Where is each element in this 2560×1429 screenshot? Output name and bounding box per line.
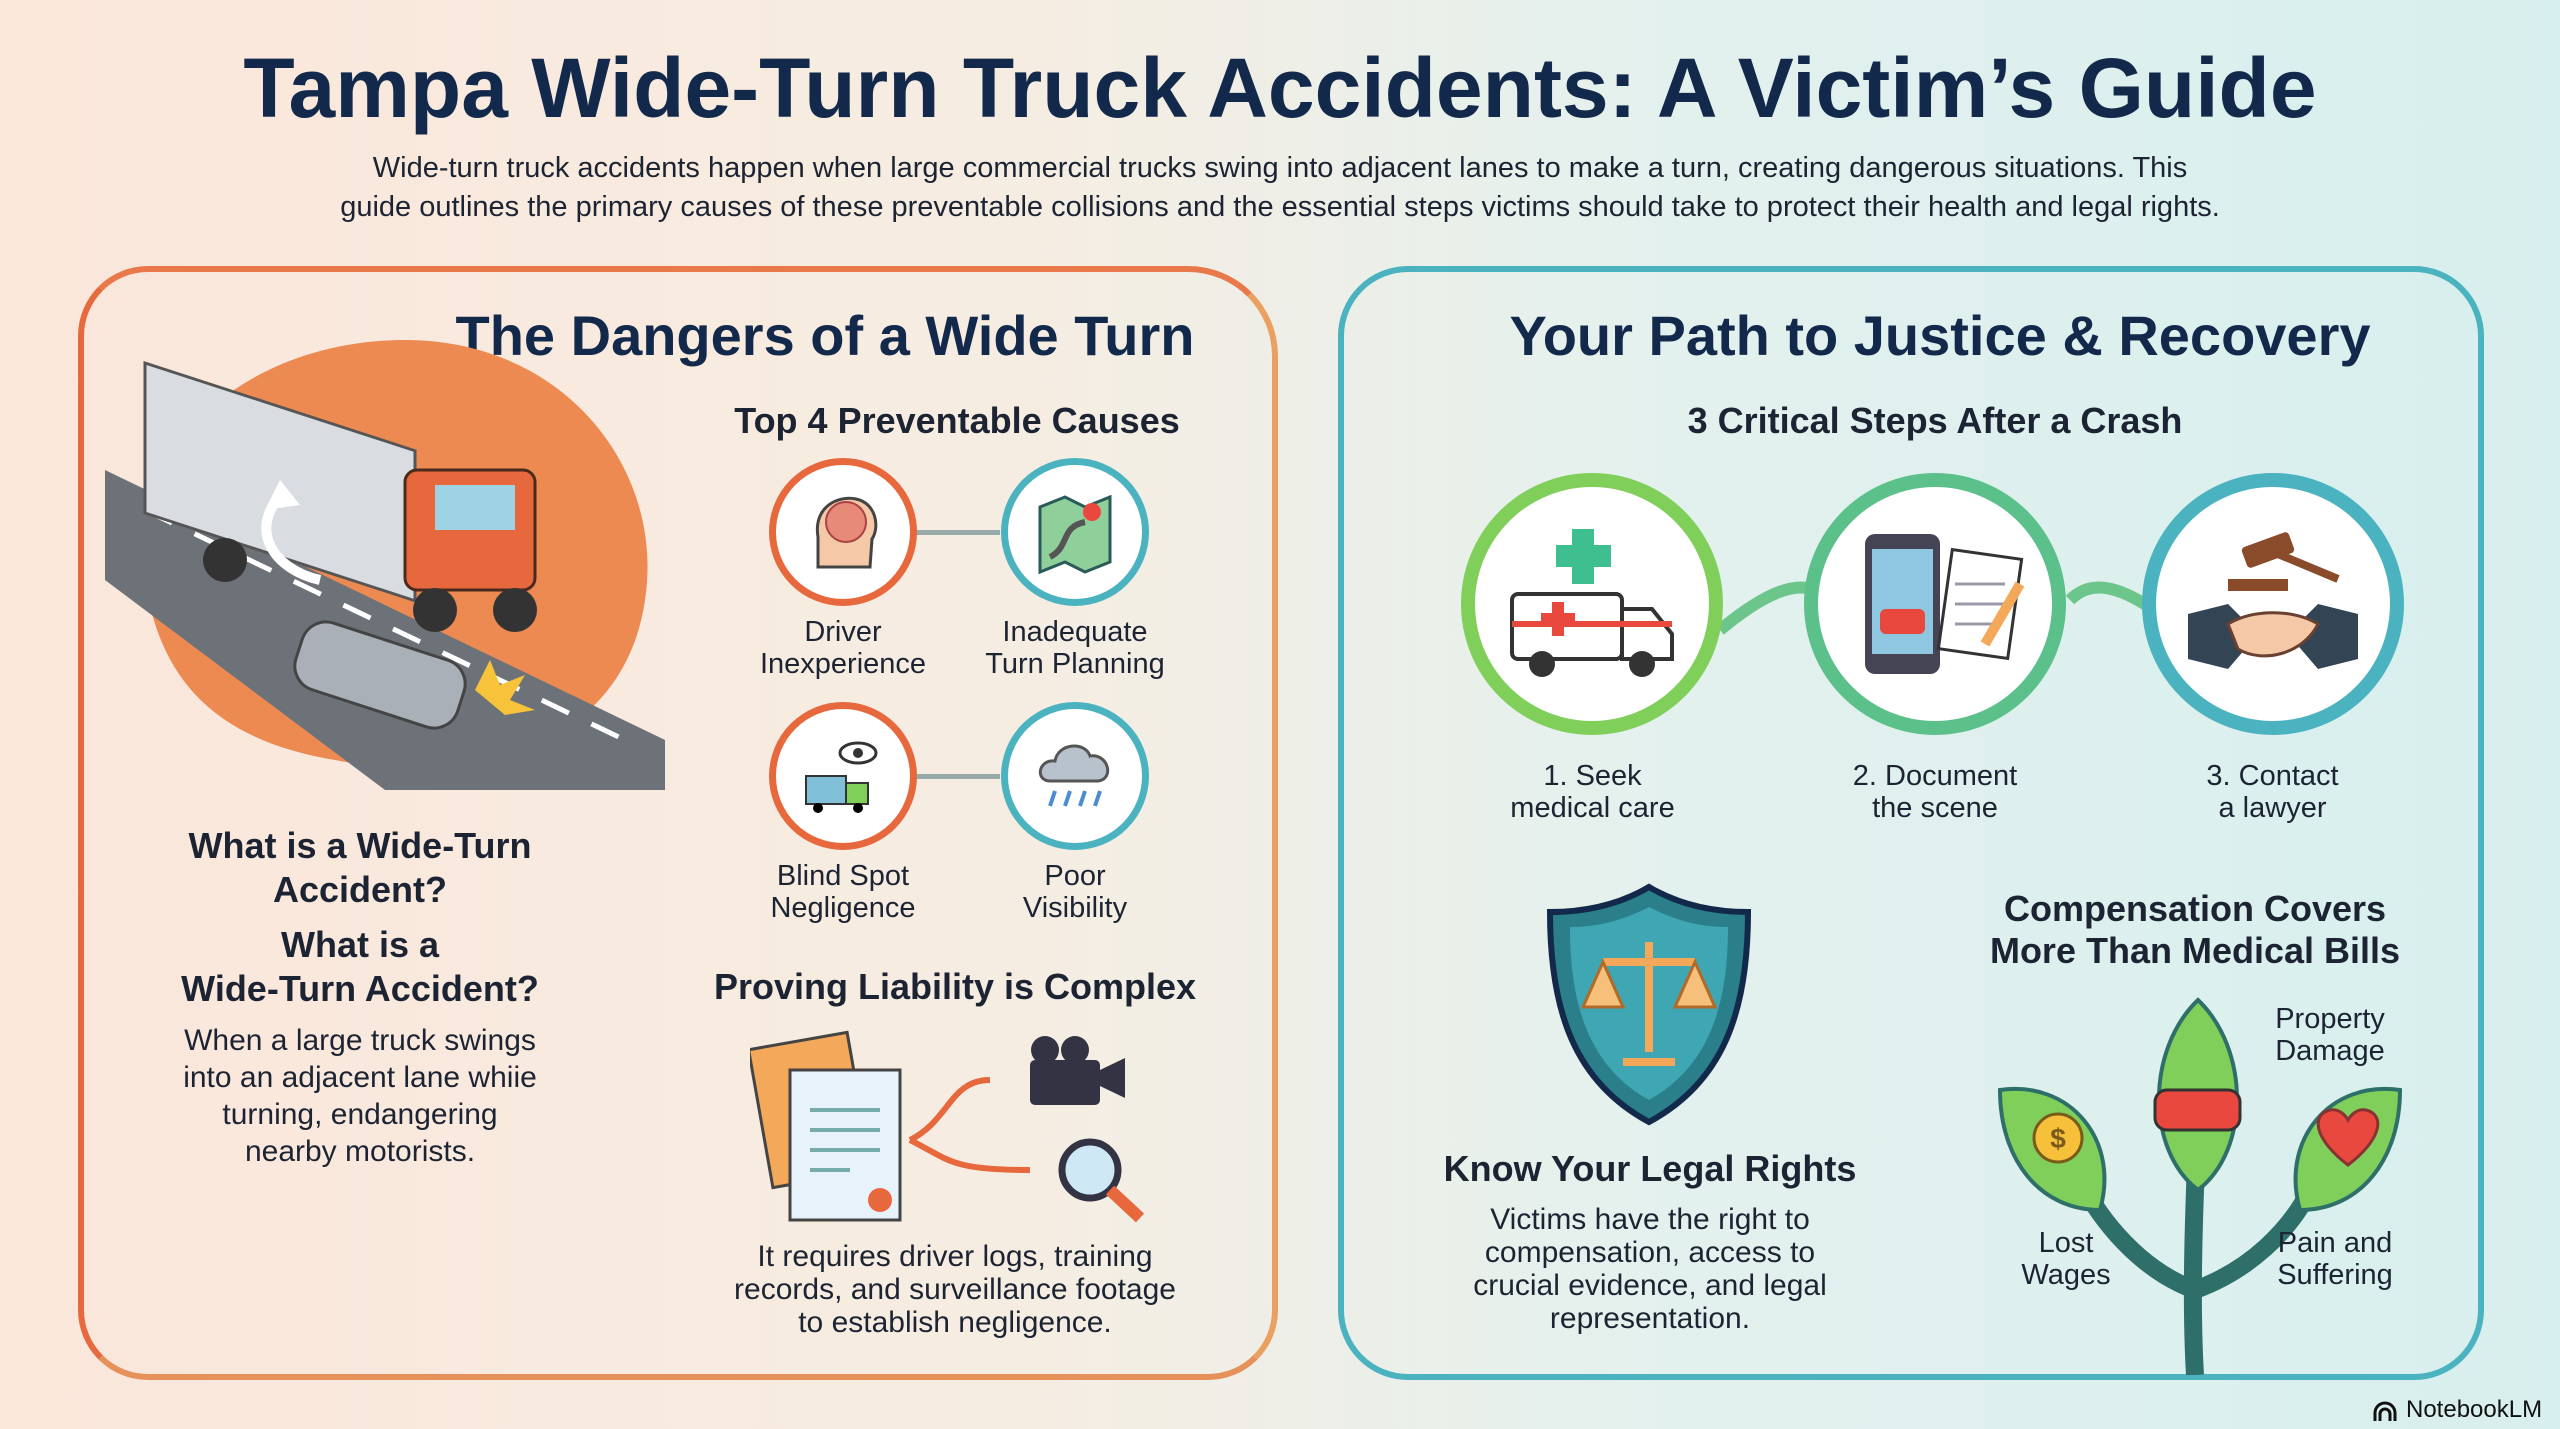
car-icon: [2153, 1088, 2242, 1132]
rain-cloud-icon: [1039, 744, 1110, 807]
connector-line: [915, 530, 1000, 535]
brain-head-icon: [815, 496, 878, 569]
dangers-title: The Dangers of a Wide Turn: [455, 304, 1195, 367]
justice-title: Your Path to Justice & Recovery: [1509, 304, 2371, 367]
notebooklm-logo-icon: [2373, 1401, 2397, 1421]
cause-turn-planning: [1001, 458, 1149, 606]
gavel-handshake-icon: [2188, 532, 2358, 669]
phone-notepad-icon: [1865, 534, 2025, 674]
dollar-icon: [2032, 1112, 2084, 1164]
subtitle-line-2: guide outlines the primary causes of the…: [340, 191, 2220, 223]
truck-turning-illustration: [105, 340, 665, 790]
brand-label: NotebookLM: [2406, 1396, 2543, 1423]
justice-panel: [1338, 266, 2484, 1380]
causes-title: Top 4 Preventable Causes: [734, 400, 1180, 441]
page-title: Tampa Wide-Turn Truck Accidents: A Victi…: [243, 41, 2317, 135]
svg-text:$: $: [2050, 1123, 2066, 1154]
subtitle-line-1: Wide-turn truck accidents happen when la…: [372, 152, 2188, 184]
rights-title: Know Your Legal Rights: [1443, 1148, 1857, 1189]
steps-title: 3 Critical Steps After a Crash: [1687, 400, 2183, 441]
evidence-illustration: [750, 1030, 1145, 1223]
dangers-panel: [78, 266, 1278, 1380]
compensation-tree-illustration: $: [1997, 997, 2403, 1375]
step-contact-lawyer: [2142, 473, 2404, 735]
connector-line: [915, 774, 1000, 779]
ambulance-icon: [1510, 529, 1674, 677]
liability-title: Proving Liability is Complex: [713, 966, 1197, 1007]
cause-blind-spot: [769, 702, 917, 850]
step-medical-care: [1461, 473, 1723, 735]
notebooklm-watermark: NotebookLM: [2372, 1396, 2542, 1424]
cause-poor-visibility: [1001, 702, 1149, 850]
step-document-scene: [1804, 473, 2066, 735]
cause-driver-inexperience: [769, 458, 917, 606]
shield-scales-icon: [1546, 883, 1752, 1126]
truck-eye-icon: [805, 741, 878, 813]
heart-icon: [2316, 1108, 2380, 1167]
map-icon: [1038, 494, 1112, 575]
